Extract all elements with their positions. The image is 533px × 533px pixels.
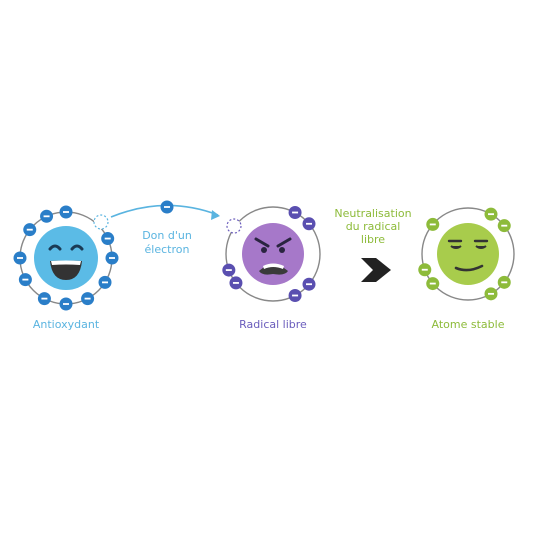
neutralisation-label-line3: libre [361, 233, 385, 246]
neutralisation-label-line1: Neutralisation [334, 207, 411, 220]
antioxidant-label: Antioxydant [33, 318, 100, 331]
electron-icon [418, 263, 432, 277]
antioxidant-mouth [50, 260, 82, 280]
missing-electron-slot-antioxidant [93, 214, 109, 230]
radical-orbit [225, 206, 321, 302]
stable-left-eye [450, 245, 462, 249]
electron-icon [105, 251, 119, 265]
electron-icon [18, 273, 32, 287]
electron-icon [484, 287, 498, 301]
donation-label-line2: électron [145, 243, 190, 256]
antioxidant-teeth [51, 260, 81, 265]
antioxidant-face [34, 226, 98, 290]
radical-left-eye [261, 247, 267, 253]
electron-icon [59, 205, 73, 219]
donation-arrowhead [211, 210, 220, 220]
stable-label: Atome stable [432, 318, 505, 331]
electron-icon [101, 232, 115, 246]
radical-electrons [222, 206, 316, 302]
electron-icon [37, 292, 51, 306]
stable-face [437, 223, 499, 285]
donation-label-line1: Don d'un [142, 229, 192, 242]
electron-icon [302, 277, 316, 291]
stable-right-eye [475, 245, 487, 249]
radical-right-brow [276, 237, 292, 248]
electron-icon [222, 263, 236, 277]
electron-icon [40, 209, 54, 223]
electron-icon [497, 275, 511, 289]
electron-icon [497, 219, 511, 233]
chevron-right-icon [361, 258, 391, 282]
stable-orbit [421, 207, 515, 301]
electron-icon [59, 297, 73, 311]
radical-right-eye [279, 247, 285, 253]
neutralisation-label-line2: du radical [346, 220, 401, 233]
radical-left-brow [254, 237, 270, 248]
electron-icon [81, 292, 95, 306]
stable-atom [418, 207, 515, 301]
electron-icon [302, 217, 316, 231]
electron-icon [426, 277, 440, 291]
antioxidant-right-eye [70, 244, 84, 251]
electron-icon [288, 288, 302, 302]
electron-icon [160, 200, 174, 214]
electron-icon [484, 207, 498, 221]
free-radical-atom [222, 206, 321, 302]
antioxidant-atom [13, 205, 119, 311]
electron-icon [426, 217, 440, 231]
radical-face [242, 223, 304, 285]
electron-icon [229, 276, 243, 290]
electron-icon [23, 223, 37, 237]
transferred-electron [160, 200, 174, 214]
antioxidant-electrons [13, 205, 119, 311]
radical-teeth [263, 263, 284, 269]
stable-electrons [418, 207, 511, 301]
missing-electron-slot-radical [226, 218, 242, 234]
stable-mouth [454, 264, 484, 272]
electron-icon [98, 275, 112, 289]
electron-icon [13, 251, 27, 265]
radical-label: Radical libre [239, 318, 307, 331]
electron-icon [288, 206, 302, 220]
antioxidant-left-eye [48, 244, 62, 251]
